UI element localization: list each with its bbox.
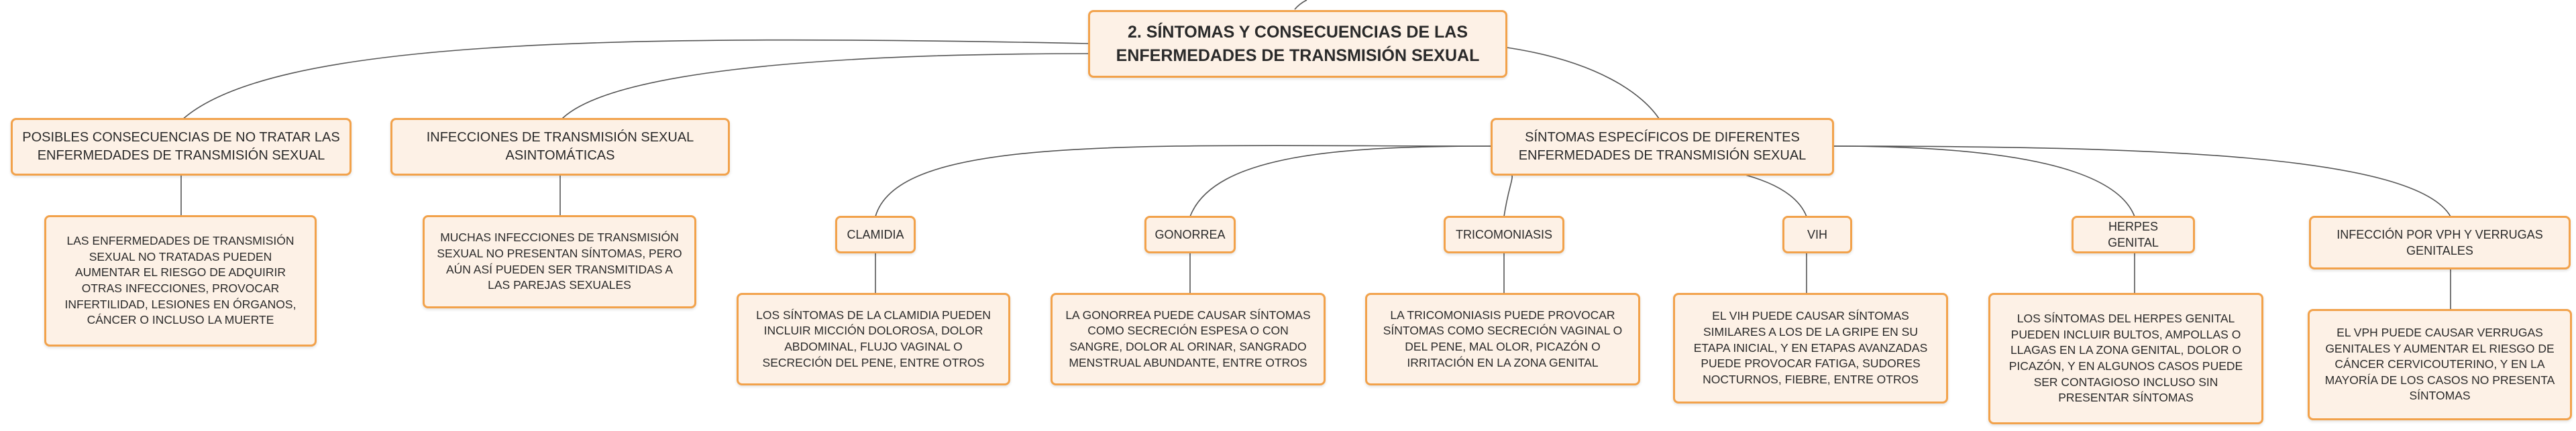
vih-detail[interactable]: EL VIH PUEDE CAUSAR SÍNTOMAS SIMILARES A… <box>1673 293 1948 404</box>
branch-consecuencias[interactable]: POSIBLES CONSECUENCIAS DE NO TRATAR LAS … <box>11 118 352 176</box>
disease-clamidia-name: CLAMIDIA <box>847 227 904 241</box>
tricomoniasis-detail-text: LA TRICOMONIASIS PUEDE PROVOCAR SÍNTOMAS… <box>1383 308 1623 369</box>
connector-sintomas-vph <box>1832 145 2451 217</box>
connector-sintomas-vih <box>1737 172 1807 217</box>
vph-detail-text: EL VPH PUEDE CAUSAR VERRUGAS GENITALES Y… <box>2324 325 2555 403</box>
herpes-detail[interactable]: LOS SÍNTOMAS DEL HERPES GENITAL PUEDEN I… <box>1988 293 2263 424</box>
consecuencias-detail[interactable]: LAS ENFERMEDADES DE TRANSMISIÓN SEXUAL N… <box>44 215 317 347</box>
asintomaticas-detail-text: MUCHAS INFECCIONES DE TRANSMISIÓN SEXUAL… <box>437 231 682 292</box>
disease-vih-name: VIH <box>1807 227 1827 241</box>
disease-tricomoniasis[interactable]: TRICOMONIASIS <box>1444 216 1564 253</box>
connector-root-consecuencias <box>180 39 1089 121</box>
gonorrea-detail[interactable]: LA GONORREA PUEDE CAUSAR SÍNTOMAS COMO S… <box>1051 293 1326 385</box>
clamidia-detail-text: LOS SÍNTOMAS DE LA CLAMIDIA PUEDEN INCLU… <box>756 308 991 369</box>
clamidia-detail[interactable]: LOS SÍNTOMAS DE LA CLAMIDIA PUEDEN INCLU… <box>737 293 1010 385</box>
branch-asintomaticas-title: INFECCIONES DE TRANSMISIÓN SEXUAL ASINTO… <box>426 130 694 163</box>
disease-vph[interactable]: INFECCIÓN POR VPH Y VERRUGAS GENITALES <box>2309 216 2571 269</box>
connector-sintomas-gonorrea <box>1189 145 1491 217</box>
vph-detail[interactable]: EL VPH PUEDE CAUSAR VERRUGAS GENITALES Y… <box>2308 309 2572 420</box>
disease-gonorrea-name: GONORREA <box>1155 227 1226 241</box>
branch-consecuencias-title: POSIBLES CONSECUENCIAS DE NO TRATAR LAS … <box>22 130 340 163</box>
disease-clamidia[interactable]: CLAMIDIA <box>835 216 916 253</box>
branch-asintomaticas[interactable]: INFECCIONES DE TRANSMISIÓN SEXUAL ASINTO… <box>390 118 730 176</box>
disease-herpes-name: HERPES GENITAL <box>2108 219 2159 249</box>
tricomoniasis-detail[interactable]: LA TRICOMONIASIS PUEDE PROVOCAR SÍNTOMAS… <box>1365 293 1640 385</box>
connector-root-asintomaticas <box>559 53 1089 121</box>
gonorrea-detail-text: LA GONORREA PUEDE CAUSAR SÍNTOMAS COMO S… <box>1065 308 1311 369</box>
disease-vph-name: INFECCIÓN POR VPH Y VERRUGAS GENITALES <box>2337 227 2543 257</box>
asintomaticas-detail[interactable]: MUCHAS INFECCIONES DE TRANSMISIÓN SEXUAL… <box>423 215 696 308</box>
branch-sintomas-title: SÍNTOMAS ESPECÍFICOS DE DIFERENTES ENFER… <box>1518 130 1807 163</box>
connector-root-parent <box>1294 0 1307 10</box>
consecuencias-detail-text: LAS ENFERMEDADES DE TRANSMISIÓN SEXUAL N… <box>64 234 297 327</box>
root-node[interactable]: 2. SÍNTOMAS Y CONSECUENCIAS DE LAS ENFER… <box>1088 10 1507 78</box>
connector-sintomas-tricomoniasis <box>1503 172 1513 217</box>
connector-sintomas-clamidia <box>875 145 1491 217</box>
herpes-detail-text: LOS SÍNTOMAS DEL HERPES GENITAL PUEDEN I… <box>2008 312 2243 405</box>
connector-sintomas-herpes <box>1832 145 2135 217</box>
branch-sintomas[interactable]: SÍNTOMAS ESPECÍFICOS DE DIFERENTES ENFER… <box>1491 118 1834 176</box>
disease-vih[interactable]: VIH <box>1782 216 1852 253</box>
vih-detail-text: EL VIH PUEDE CAUSAR SÍNTOMAS SIMILARES A… <box>1693 309 1928 386</box>
root-title: 2. SÍNTOMAS Y CONSECUENCIAS DE LAS ENFER… <box>1116 22 1480 65</box>
disease-tricomoniasis-name: TRICOMONIASIS <box>1455 227 1552 241</box>
connector-root-sintomas <box>1502 46 1661 121</box>
disease-gonorrea[interactable]: GONORREA <box>1144 216 1236 253</box>
disease-herpes[interactable]: HERPES GENITAL <box>2072 216 2195 253</box>
